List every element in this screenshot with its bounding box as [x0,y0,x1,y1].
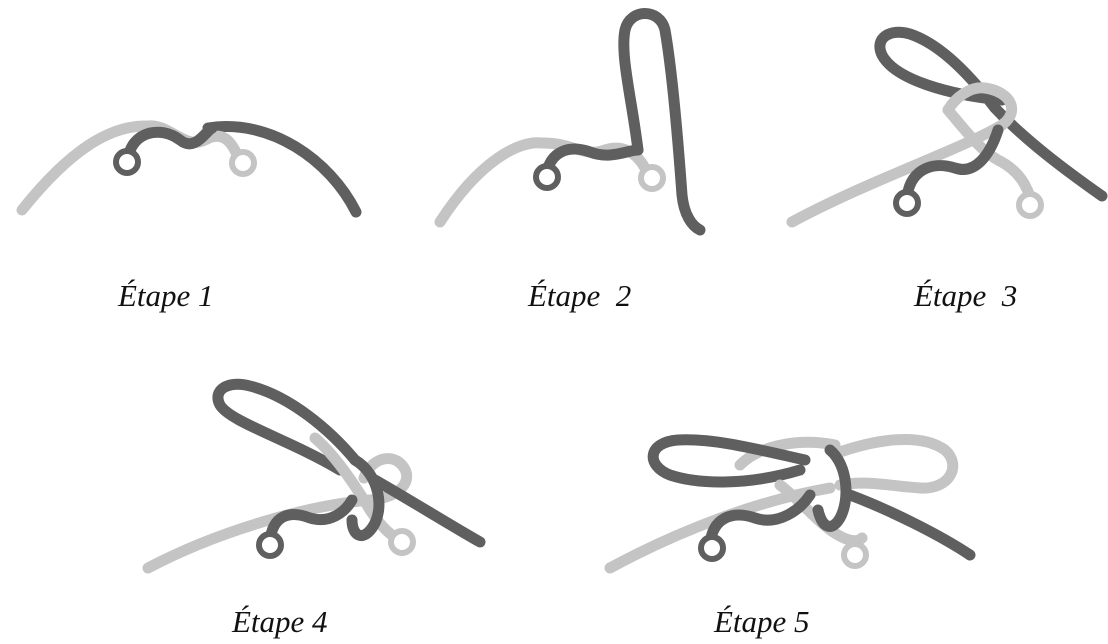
step-1-caption: Étape 1 [118,278,214,314]
step-2-lace-drawing [420,0,720,240]
step-3-lace-drawing [780,0,1108,240]
step-5-caption: Étape 5 [714,604,810,640]
step-3-caption: Étape 3 [914,278,1017,314]
step-5-lace-drawing [600,360,980,590]
step-1-lace-drawing [0,0,380,240]
dark-lace-crossing [128,128,212,158]
step-4-caption: Étape 4 [232,604,328,640]
light-lace-right-loop [840,439,953,488]
dark-lace-crossing [907,130,998,200]
dark-lace-loop [624,14,700,231]
light-lace-left-end [440,143,542,222]
step-2-caption: Étape 2 [528,278,631,314]
dark-lace-right-end [850,495,970,555]
step-4-lace-drawing [140,360,500,590]
